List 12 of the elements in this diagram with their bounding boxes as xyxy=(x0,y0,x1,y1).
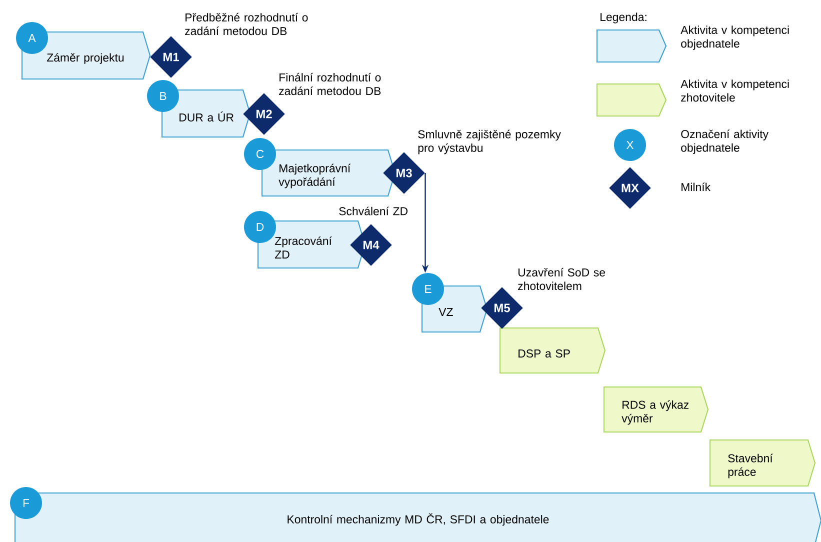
legend-title: Legenda: xyxy=(600,12,646,24)
activity-box: Stavební práce xyxy=(709,439,816,487)
legend-text: Aktivita v kompetenci zhotovitele xyxy=(680,80,789,102)
activity-box: DSP a SP xyxy=(499,327,606,374)
milestone-note: Předběžné rozhodnutí o zadání metodou DB xyxy=(185,12,308,36)
milestone-note: Finální rozhodnutí o zadání metodou DB xyxy=(279,72,381,96)
legend-text: Aktivita v kompetenci objednatele xyxy=(680,26,789,50)
milestone-note: Smluvně zajištěné pozemky pro výstavbu xyxy=(418,130,561,154)
legend-text: Milník xyxy=(682,182,711,192)
activity-box: RDS a výkaz výměr xyxy=(603,386,709,433)
milestone-note: Schválení ZD xyxy=(339,206,408,216)
legend-text: Označení aktivity objednatele xyxy=(681,130,769,154)
